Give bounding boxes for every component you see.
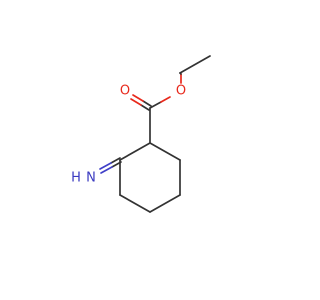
imine-nitrogen-label: N — [86, 171, 96, 186]
bond-carbonyl-carbon-ester-oxygen-dark — [149, 101, 162, 109]
carbonyl-oxygen-label: O — [120, 84, 130, 99]
carbonyl-double-bond-b-dark — [140, 104, 150, 111]
imine-group: H N — [71, 157, 122, 186]
imine-double-bond-b-blue — [100, 166, 113, 174]
carbonyl-double-bond-a-dark — [142, 100, 152, 107]
ring-bond-c4-c5 — [119, 194, 151, 213]
ring-bond-c6-c1 — [119, 142, 151, 161]
imine-hydrogen-label: H — [71, 171, 81, 186]
bond-carbonyl-carbon-ester-oxygen-red — [160, 96, 171, 103]
carbonyl-double-bond-b-red — [130, 98, 142, 106]
ester-group: O O — [120, 55, 211, 144]
carbonyl-double-bond-a-red — [132, 94, 144, 102]
ring-bond-c3-c4 — [149, 194, 181, 213]
bond-ethyl-ch2-ch3 — [179, 55, 211, 74]
imine-double-bond-a-dark — [110, 157, 121, 164]
ester-oxygen-label: O — [176, 84, 186, 99]
ring-bond-c1-c2 — [149, 142, 181, 161]
imine-double-bond-a-blue — [99, 162, 112, 170]
structure-diagram: O O H N — [71, 55, 211, 213]
imine-double-bond-b-dark — [111, 161, 122, 168]
cyclohexane-ring — [119, 142, 181, 213]
